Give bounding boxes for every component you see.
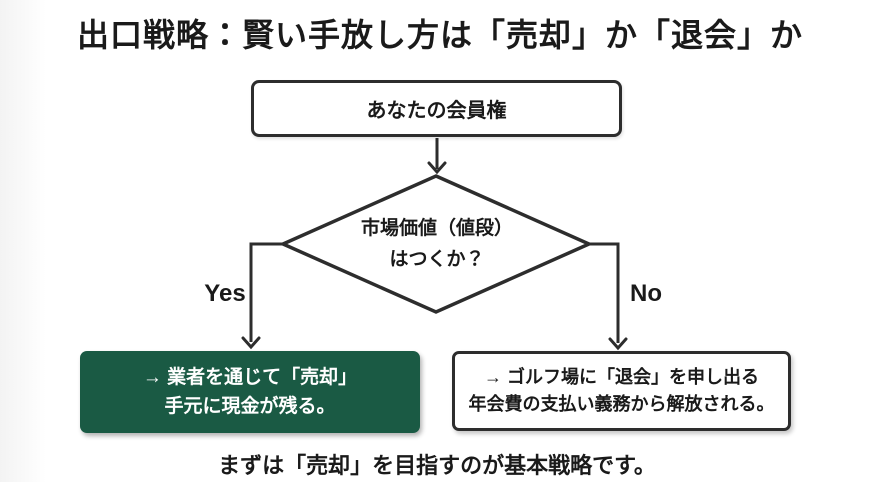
- withdraw-result-line2: 年会費の支払い義務から解放される。: [468, 394, 775, 414]
- yes-branch-line: [249, 242, 283, 342]
- decision-label-line2: はつくか？: [389, 249, 485, 270]
- page-title: 出口戦略：賢い手放し方は「売却」か「退会」か: [76, 17, 803, 53]
- decision-label: 市場価値（値段） はつくか？: [287, 213, 587, 275]
- withdraw-result-node: → ゴルフ場に「退会」を申し出る 年会費の支払い義務から解放される。: [452, 351, 791, 431]
- sell-result-node: → 業者を通じて「売却」 手元に現金が残る。: [80, 351, 420, 433]
- start-node: あなたの会員権: [251, 80, 622, 137]
- no-branch-label: No: [630, 280, 662, 307]
- no-arrow-down-icon: [608, 337, 628, 351]
- decision-diamond: [278, 174, 594, 314]
- yes-branch-label: Yes: [204, 280, 246, 307]
- sell-result-line2: 手元に現金が残る。: [164, 396, 336, 417]
- no-branch-line: [589, 242, 620, 343]
- start-node-label: あなたの会員権: [366, 100, 507, 122]
- arrow-down-icon: [427, 161, 447, 175]
- withdraw-result-line1: → ゴルフ場に「退会」を申し出る: [484, 367, 759, 387]
- sell-result-line1: → 業者を通じて「売却」: [142, 367, 358, 388]
- decision-label-line1: 市場価値（値段）: [360, 218, 513, 239]
- footer-note: まずは「売却」を目指すのが基本戦略です。: [218, 453, 656, 478]
- yes-arrow-down-icon: [241, 336, 261, 350]
